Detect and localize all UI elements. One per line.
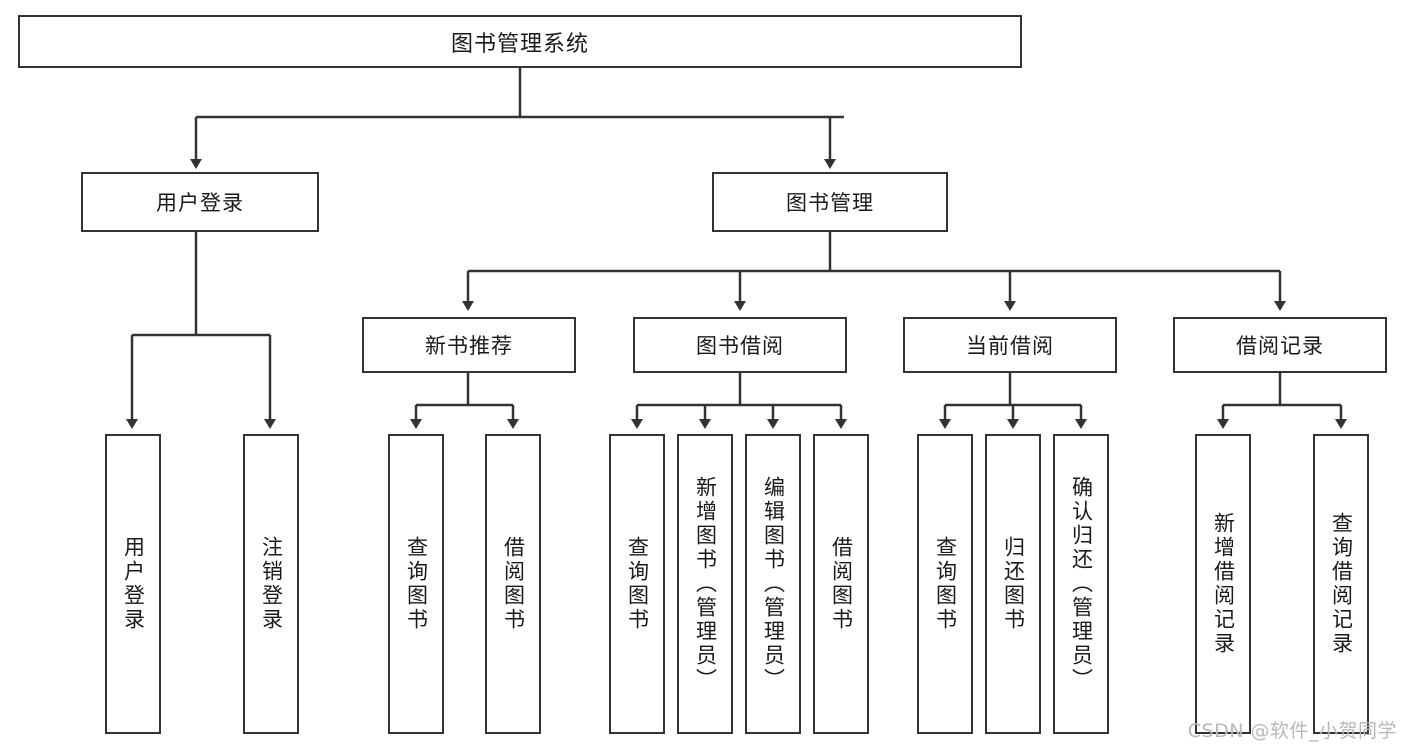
- node-label: 图书管理系统: [450, 31, 589, 57]
- leaf-logout-login[interactable]: 注销登录: [243, 434, 299, 734]
- node-book-management-system[interactable]: 图书管理系统: [18, 15, 1022, 68]
- leaf-query-book-borrow[interactable]: 查询图书: [609, 434, 665, 734]
- leaf-edit-book[interactable]: 编辑图书（管理员）: [745, 434, 801, 734]
- node-label: 归还图书: [1001, 536, 1026, 632]
- node-current-borrow[interactable]: 当前借阅: [903, 317, 1117, 373]
- leaf-query-book-current[interactable]: 查询图书: [917, 434, 973, 734]
- watermark-text: CSDN @软件_小贺同学: [1187, 720, 1397, 742]
- leaf-query-book-recommend[interactable]: 查询图书: [388, 434, 444, 734]
- leaf-user-login[interactable]: 用户登录: [105, 434, 161, 734]
- node-label: 图书管理: [786, 191, 874, 215]
- leaf-borrow-book[interactable]: 借阅图书: [813, 434, 869, 734]
- leaf-add-book[interactable]: 新增图书（管理员）: [677, 434, 733, 734]
- leaf-borrow-book-recommend[interactable]: 借阅图书: [485, 434, 541, 734]
- leaf-confirm-return[interactable]: 确认归还（管理员）: [1053, 434, 1109, 734]
- node-label: 查询图书: [625, 536, 650, 632]
- leaf-query-borrow-record[interactable]: 查询借阅记录: [1313, 434, 1369, 734]
- node-label: 注销登录: [259, 536, 284, 632]
- node-label: 图书借阅: [696, 334, 784, 358]
- node-label: 新增图书（管理员）: [693, 476, 718, 692]
- node-label: 查询图书: [933, 536, 958, 632]
- node-label: 确认归还（管理员）: [1069, 476, 1094, 692]
- node-book-borrow[interactable]: 图书借阅: [633, 317, 847, 373]
- node-label: 查询借阅记录: [1329, 512, 1354, 656]
- node-user-login[interactable]: 用户登录: [81, 172, 319, 232]
- node-label: 查询图书: [404, 536, 429, 632]
- node-label: 新书推荐: [425, 334, 513, 358]
- node-label: 借阅记录: [1236, 334, 1324, 358]
- node-label: 当前借阅: [966, 334, 1054, 358]
- node-book-management[interactable]: 图书管理: [712, 172, 948, 232]
- leaf-return-book[interactable]: 归还图书: [985, 434, 1041, 734]
- node-new-book-recommend[interactable]: 新书推荐: [362, 317, 576, 373]
- node-label: 编辑图书（管理员）: [761, 476, 786, 692]
- node-label: 用户登录: [156, 191, 244, 215]
- node-borrow-record[interactable]: 借阅记录: [1173, 317, 1387, 373]
- node-label: 新增借阅记录: [1211, 512, 1236, 656]
- node-label: 借阅图书: [829, 536, 854, 632]
- node-label: 用户登录: [121, 536, 146, 632]
- node-label: 借阅图书: [501, 536, 526, 632]
- leaf-add-borrow-record[interactable]: 新增借阅记录: [1195, 434, 1251, 734]
